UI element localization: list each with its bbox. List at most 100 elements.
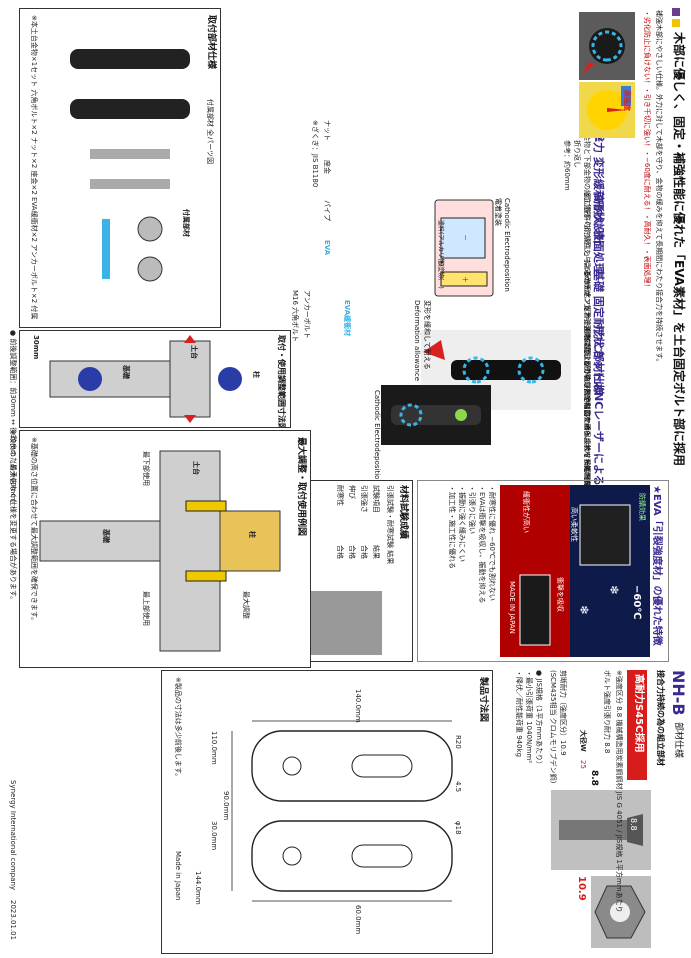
- electro-title: Cathodic Electrodeposition: [503, 198, 511, 292]
- test-row-4: 耐寒性: [336, 485, 344, 506]
- dim-5: 30.0mm: [210, 821, 218, 851]
- nut-spec: (SCM435相当 クロムモリブデン鋼): [549, 670, 557, 784]
- eva-photo-label-1: 高い柔軟性: [570, 507, 578, 542]
- eva-point-1: ・耐寒性に優れ −60℃でも割れない: [488, 485, 496, 601]
- parts-note: ※本土台金物×1セット 六角ボルト×2 ナット×2 座金×2 EVA緩衝材×2 …: [30, 15, 38, 320]
- usage-example: 最大調整・取付使用例図 柱 土台 基礎 最大調整 最上部使用 最下部使用 ※基礎…: [19, 430, 311, 668]
- callout-pipe: パイプ: [323, 200, 331, 221]
- callout-deform: 変形を緩和して耐える: [423, 300, 431, 370]
- usage-label-5: 最上部使用: [142, 591, 150, 626]
- callout-anchor: アンカーボルト: [303, 290, 311, 339]
- usage-label-1: 柱: [248, 531, 256, 538]
- nut-text: 剪断耐力（強度区分）10.9: [559, 670, 567, 756]
- title-bar: 木部に優しく、固定・補強性能に優れた「EVA素材」を土台固定ボルト部に採用: [667, 8, 687, 708]
- s45c-badge: 高耐力S45C採用: [627, 670, 647, 780]
- electro-jp: 電着塗装: [494, 198, 502, 226]
- bolt-photo-1: [579, 12, 635, 80]
- snowflake-icon-2: ❄: [577, 605, 591, 615]
- dim-2: 90.0mm: [222, 791, 230, 821]
- jis-line-3: ・降伏／耐性能荷重 940kg: [515, 670, 523, 758]
- main-title: 木部に優しく、固定・補強性能に優れた「EVA素材」を土台固定ボルト部に採用: [672, 32, 686, 466]
- intro-text: 補強木部にやさしい仕様。外力に対して木部を守り、金物の緩みを抑えて長期間にわたり…: [655, 10, 663, 366]
- sheet-code-suffix: 部材仕様: [673, 722, 683, 759]
- dim-9: 4.5: [454, 781, 462, 793]
- bolt-value: 8.8: [589, 770, 599, 786]
- feature-2-title: 高耐久 表面処理: [592, 193, 605, 274]
- minus-sign: －: [461, 234, 469, 241]
- eva-title: ★EVA「引裂強度材」の優れた特徴: [651, 485, 662, 646]
- callout-deform-en: Deformation allowance: [413, 300, 421, 382]
- washer-closeup-image: [587, 86, 631, 130]
- usage-label-2: 土台: [192, 461, 200, 475]
- adjust-label-3: 柱: [252, 371, 260, 378]
- test-val-3: 合格: [348, 545, 356, 559]
- test-title: 材料試験成績: [398, 485, 408, 540]
- callout-washer: 座金: [323, 160, 331, 174]
- dim-8: φ18: [454, 821, 462, 835]
- eva-point-2: ・EVAは衝撃を吸収し、振動を抑える: [478, 485, 486, 604]
- test-row-3: 伸び: [348, 485, 356, 499]
- made-in: Made in Japan: [174, 851, 182, 901]
- electrodeposition-diagram: － ＋ Cathodic Electrodeposition 電着塗装 塗料(ア…: [431, 190, 511, 310]
- eva-point-5: ・加工性・施工性に優れる: [448, 485, 456, 569]
- notice-text: ・劣化防止に負けない！・引き千切に強い！・−60度に耐える！・高耐久！・表面処理…: [643, 10, 651, 291]
- parts-label: 付属部材: [182, 209, 190, 237]
- usage-diagram-svg: [39, 450, 281, 652]
- test-val-2: 合格: [360, 545, 368, 559]
- callout-eva-tag: EVA: [323, 240, 331, 256]
- washer-dim: 25: [579, 760, 587, 769]
- test-row-2: 引張強さ: [360, 485, 368, 513]
- parts-section: 取付部材仕様 付属部材 全パーツ図 付属部材 ※本土台金物×1セット 六角ボルト…: [19, 8, 221, 328]
- callout-zaki: ※ざくぎ：JIS B1180: [311, 120, 319, 188]
- eva-photo-label-4: −60℃: [631, 585, 642, 620]
- test-val-4: 合格: [336, 545, 344, 559]
- adjust-svg: [49, 335, 242, 423]
- adjust-label-2: 基礎: [122, 365, 130, 379]
- bolt-photo: 8.8: [551, 790, 651, 870]
- sheet-date: 2023.01.01: [9, 900, 17, 941]
- jis-line-2: ・最小引張荷重 1040N/mm²: [525, 670, 533, 764]
- adjust-dim: 30mm: [32, 335, 40, 360]
- eva-section: ★EVA「引裂強度材」の優れた特徴 ❄ ❄ 高い柔軟性 緩衝性が高い 衝撃を吸収…: [417, 480, 669, 662]
- test-row-1: 試験項目: [372, 485, 380, 513]
- dim-6: 144.0mm: [194, 871, 202, 905]
- callout-ref: 参考：約60mm: [563, 140, 571, 191]
- eva-photo-label-2: 緩衝性が高い: [522, 491, 530, 533]
- callout-nut: ナット: [323, 120, 331, 141]
- jis-line-1: ● JIS規格（1平方mmあたり）: [535, 670, 543, 768]
- callout-strength: 高強度: [623, 90, 631, 111]
- dim-3: 60.0mm: [354, 905, 362, 935]
- test-caption: 引張試験・耐寒試験 結果: [386, 485, 394, 565]
- s45c-text: ※強度区分 8.8 機械構造用炭素鋼鋼材 JIS G 4051 / JIS規格 …: [615, 670, 623, 913]
- drawing-note: ※製品の寸法は多少前後します。: [174, 677, 182, 781]
- test-val-1: 結果: [372, 545, 380, 559]
- dim-4: 110.0mm: [210, 731, 218, 765]
- eva-photo: ❄ ❄ 高い柔軟性 緩衝性が高い 衝撃を吸収 −60℃ 防錆効果 MADE IN…: [500, 485, 650, 657]
- bolt-text: ボルト強度引張り耐力 8.8: [603, 670, 611, 754]
- nut-grade: 10.9: [576, 876, 587, 901]
- bracket-photo-middle: [381, 385, 491, 445]
- electro-product: 被塗物(－): [437, 260, 444, 289]
- footer-note: ※改良のため予告なく仕様を変更する場合があります。: [9, 430, 17, 604]
- adjust-label-1: 土台: [190, 345, 198, 359]
- usage-note: ※基礎の高さ位置に合わせて最大調整範囲を確保できます。: [30, 437, 38, 625]
- eva-point-3: ・引張りに強い: [468, 485, 476, 534]
- plus-sign: ＋: [461, 276, 469, 283]
- parts-svg: [70, 49, 190, 282]
- bolt-closeup-image: [583, 28, 625, 74]
- bracket-photo-top: [421, 330, 571, 410]
- bolt-photo-2: [579, 82, 635, 138]
- eva-photo-label-3: 衝撃を吸収: [556, 577, 564, 612]
- sheet-subtitle: 接合力持続の為の組立部材: [656, 670, 665, 766]
- bracket-drawing-svg: [231, 720, 453, 902]
- bolt-grade-mark: 8.8: [629, 818, 638, 831]
- snowflake-icon: ❄: [607, 585, 621, 595]
- dimension-drawing: 製品寸法図 140.0mm 90.0mm 60.0mm 110.0mm 30.0…: [161, 670, 493, 954]
- usage-label-4: 最大調整: [242, 591, 250, 619]
- s45c-section: NH-B 部材仕様 接合力持続の為の組立部材 高耐力S45C採用 8.8 10.…: [497, 670, 688, 952]
- callout-bracket: 折り返し: [573, 140, 581, 168]
- s45c-badge-text: 高耐力S45C採用: [633, 674, 644, 753]
- callout-cathodic: Cathodic Electrodeposition: [373, 390, 381, 484]
